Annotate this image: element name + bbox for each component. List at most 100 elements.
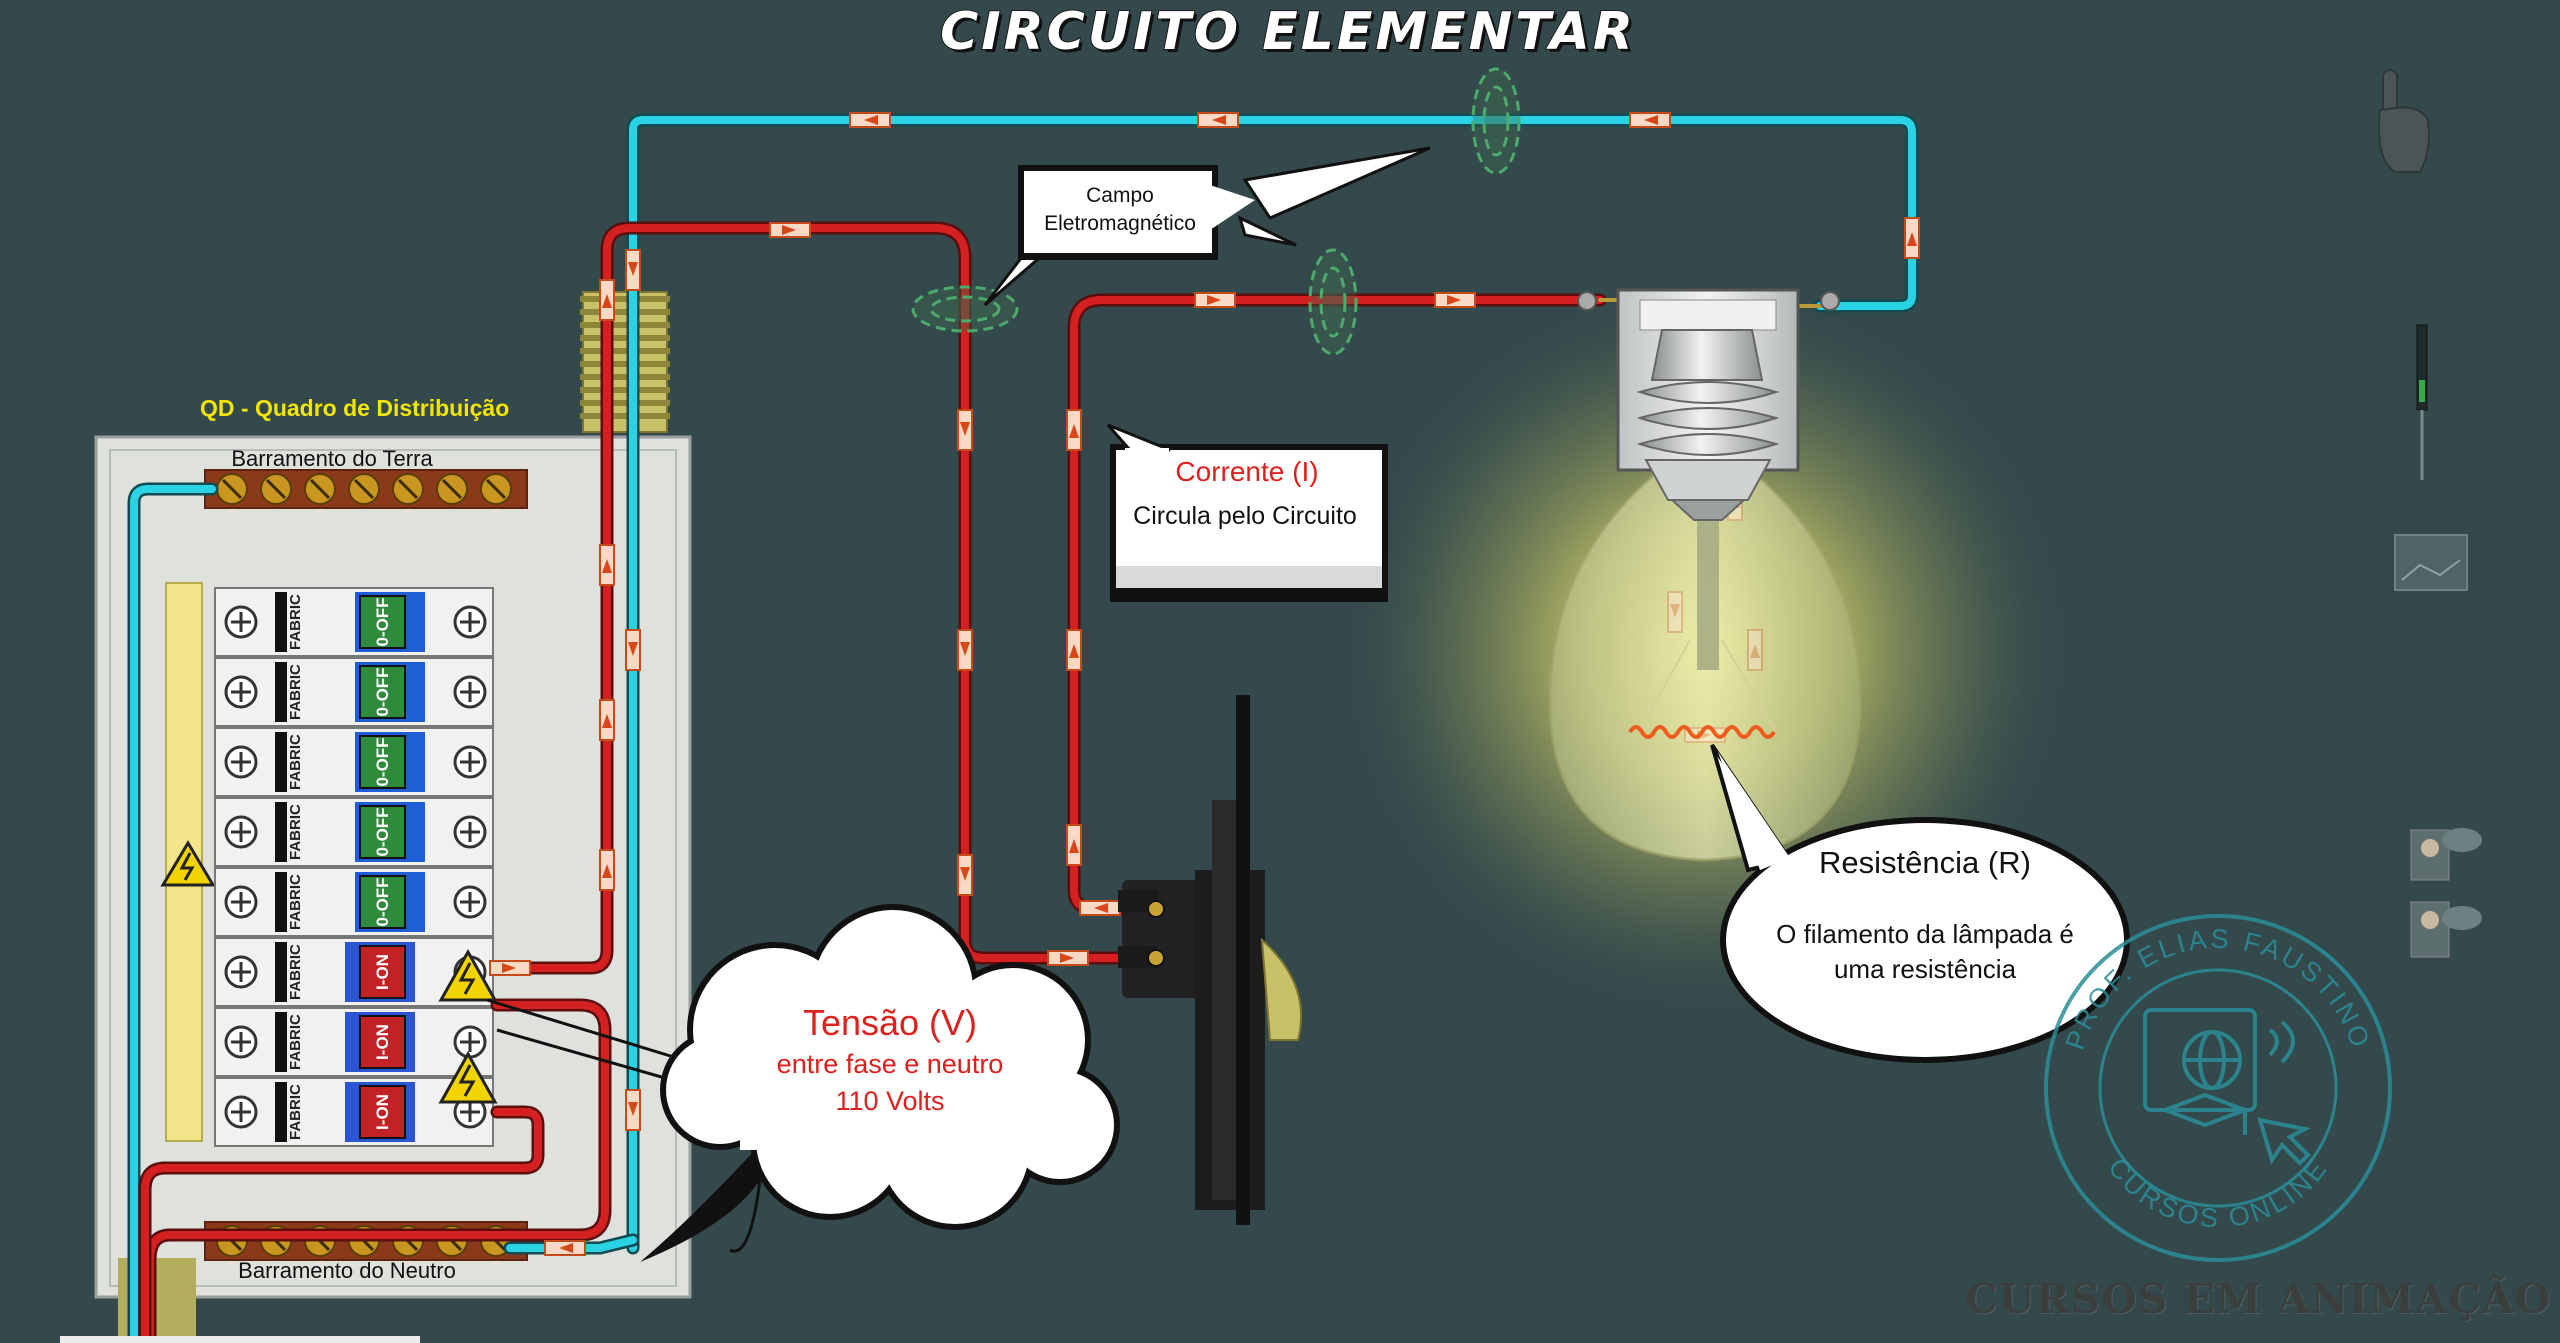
busbar-screw [392, 473, 424, 505]
flow-arrow [544, 1240, 586, 1256]
breaker-brand: FABRIC [287, 594, 304, 650]
resistance-callout-line2: uma resistência [1834, 954, 2017, 984]
breaker-state-label: I-ON [373, 954, 392, 990]
flow-arrow [769, 222, 811, 238]
breaker-toggle[interactable] [359, 665, 406, 719]
resistance-callout-line1: O filamento da lâmpada é [1776, 919, 2074, 949]
callout-voltage: Tensão (V) entre fase e neutro 110 Volts [486, 904, 1120, 1262]
breaker-toggle[interactable] [359, 805, 406, 859]
flow-arrow [599, 849, 615, 891]
flow-arrow [957, 629, 973, 671]
flow-arrow [1629, 112, 1671, 128]
breaker-state-label: 0-OFF [373, 807, 392, 856]
flow-arrow [957, 854, 973, 896]
resistance-callout-title: Resistência (R) [1819, 845, 2031, 880]
light-bulb [1548, 288, 1862, 862]
lamp-screw-base [1636, 329, 1780, 521]
flow-arrow [1079, 900, 1121, 916]
earth-busbar [204, 469, 528, 509]
breaker-brand: FABRIC [287, 1084, 304, 1140]
callout-resistance: Resistência (R) O filamento da lâmpada é… [1710, 743, 2130, 1063]
flow-arrow [849, 112, 891, 128]
circuit-breaker[interactable]: FABRIC 0-OFF [214, 587, 494, 657]
breaker-toggle[interactable] [359, 595, 406, 649]
breaker-brand: FABRIC [287, 944, 304, 1000]
flow-arrow [1434, 292, 1476, 308]
breaker-bank: FABRIC 0-OFF FABRIC 0-OFF FABRIC 0-OFF FABRIC 0… [214, 587, 494, 1147]
breaker-state-label: 0-OFF [373, 877, 392, 926]
panel-title: QD - Quadro de Distribuição [200, 395, 510, 421]
circuit-breaker[interactable]: FABRIC 0-OFF [214, 867, 494, 937]
wall-switch [1118, 695, 1302, 1225]
busbar-screw [304, 473, 336, 505]
busbar-screw [216, 473, 248, 505]
watermark-logo [2044, 914, 2392, 1262]
progress-strip [60, 1336, 420, 1343]
breaker-brand: FABRIC [287, 804, 304, 860]
breaker-state-label: I-ON [373, 1024, 392, 1060]
brand-watermark: CURSOS EM ANIMAÇÃO [1965, 1275, 2552, 1323]
flow-arrow [1047, 950, 1089, 966]
flow-arrow [1066, 409, 1082, 451]
flow-arrow [625, 1089, 641, 1131]
busbar-screw [436, 473, 468, 505]
flow-arrow [489, 960, 531, 976]
voltage-callout-line1: entre fase e neutro [777, 1049, 1004, 1079]
flow-arrow [1066, 629, 1082, 671]
flow-arrow [1197, 112, 1239, 128]
warning-icon [438, 1050, 498, 1104]
neutral-busbar-label: Barramento do Neutro [238, 1258, 456, 1283]
breaker-toggle[interactable] [359, 1085, 406, 1139]
callout-electromagnetic-field: Campo Eletromagnético [983, 146, 1431, 307]
page-title: CIRCUITO ELEMENTAR [939, 1, 1636, 63]
graduation-globe-icon [2143, 1008, 2311, 1166]
flow-arrow [1194, 292, 1236, 308]
current-callout-text: Circula pelo Circuito [1133, 502, 1357, 530]
breaker-state-label: I-ON [373, 1094, 392, 1130]
flow-arrow [625, 629, 641, 671]
busbar-screw [260, 473, 292, 505]
callout-current: Corrente (I) Circula pelo Circuito [1106, 423, 1388, 602]
presenter-avatar-icon[interactable] [2410, 828, 2482, 881]
circuit-breaker[interactable]: FABRIC 0-OFF [214, 657, 494, 727]
hand-pointer-icon[interactable] [2378, 69, 2430, 173]
breaker-state-label: 0-OFF [373, 737, 392, 786]
filament [1628, 725, 1776, 739]
earth-busbar-label: Barramento do Terra [231, 446, 433, 471]
breaker-state-label: 0-OFF [373, 597, 392, 646]
flow-arrow [1066, 824, 1082, 866]
flow-arrow [1904, 217, 1920, 259]
presenter-avatar-icon[interactable] [2410, 901, 2482, 958]
breaker-toggle[interactable] [359, 945, 406, 999]
flow-arrow [625, 249, 641, 291]
busbar-screw [348, 473, 380, 505]
field-callout-line2: Eletromagnético [1044, 212, 1196, 235]
warning-icon [160, 840, 216, 887]
warning-icon [438, 948, 498, 1002]
flow-arrow [599, 699, 615, 741]
screwdriver-icon[interactable] [2416, 324, 2428, 480]
circuit-breaker[interactable]: FABRIC 0-OFF [214, 797, 494, 867]
voltage-callout-title: Tensão (V) [803, 1002, 977, 1043]
breaker-brand: FABRIC [287, 734, 304, 790]
electromagnetic-field [911, 67, 1521, 356]
breaker-brand: FABRIC [287, 664, 304, 720]
breaker-state-label: 0-OFF [373, 667, 392, 716]
breaker-toggle[interactable] [359, 735, 406, 789]
breaker-brand: FABRIC [287, 1014, 304, 1070]
circuit-breaker[interactable]: FABRIC 0-OFF [214, 727, 494, 797]
conduit-top [580, 291, 670, 433]
circuit-breaker[interactable]: FABRIC I-ON [214, 1007, 494, 1077]
distribution-panel: FABRIC 0-OFF FABRIC 0-OFF FABRIC 0-OFF FABRIC 0… [94, 435, 692, 1299]
breaker-toggle[interactable] [359, 1015, 406, 1069]
busbar-screw [480, 473, 512, 505]
field-callout-line1: Campo [1086, 184, 1154, 207]
current-callout-title: Corrente (I) [1175, 456, 1318, 487]
flow-arrow [957, 409, 973, 451]
voltage-callout-line2: 110 Volts [835, 1086, 944, 1116]
slide-thumbnail-icon[interactable] [2394, 534, 2468, 591]
breaker-toggle[interactable] [359, 875, 406, 929]
breaker-brand: FABRIC [287, 874, 304, 930]
flow-arrow [599, 279, 615, 321]
